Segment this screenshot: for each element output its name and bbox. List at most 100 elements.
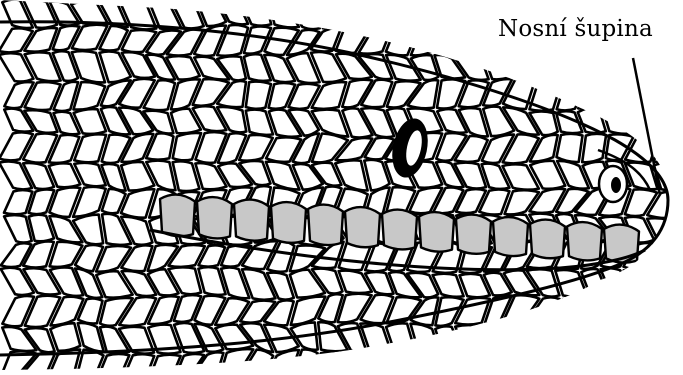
scale <box>678 163 683 191</box>
scale <box>674 52 683 78</box>
scale <box>4 215 32 243</box>
scale <box>626 295 659 325</box>
supralabial-scales <box>160 195 639 263</box>
lip-scale <box>456 215 491 254</box>
scale <box>220 349 253 370</box>
scale <box>4 82 33 108</box>
scale <box>602 78 633 105</box>
scale <box>456 55 489 79</box>
scale <box>122 52 155 78</box>
lip-scale <box>197 197 232 238</box>
scale <box>196 0 226 26</box>
scale <box>2 296 34 326</box>
scale <box>146 133 173 159</box>
scale <box>648 107 678 136</box>
scale <box>652 26 683 54</box>
scale <box>435 28 463 55</box>
scale <box>677 192 683 218</box>
scale <box>389 351 414 370</box>
scale <box>437 79 465 108</box>
scale <box>435 326 461 350</box>
scale <box>25 296 60 327</box>
scale <box>677 218 683 245</box>
lip-scale <box>382 210 417 250</box>
scale <box>384 0 417 30</box>
nasal-scale-label: Nosní šupina <box>498 16 653 42</box>
lip-scale <box>345 207 380 247</box>
scale <box>318 0 342 28</box>
scale <box>626 323 661 351</box>
scale <box>581 297 608 326</box>
scale <box>652 53 683 81</box>
scale <box>556 323 587 352</box>
scale <box>455 349 491 370</box>
scale <box>557 80 589 111</box>
lip-scale <box>308 205 343 245</box>
scale <box>551 352 588 370</box>
scale <box>0 28 33 52</box>
scale <box>119 79 155 108</box>
scale <box>654 136 679 162</box>
scale <box>435 0 463 27</box>
scale <box>386 323 414 352</box>
lip-scale <box>530 220 565 259</box>
scale <box>671 109 683 133</box>
scale <box>677 134 683 163</box>
scale <box>364 1 391 29</box>
scale <box>2 0 33 28</box>
lip-scale <box>271 202 306 243</box>
scale <box>0 53 33 81</box>
scale <box>24 268 61 294</box>
scale <box>1 243 32 267</box>
scale <box>605 58 633 79</box>
scale <box>456 27 493 55</box>
scale <box>602 106 633 134</box>
scale <box>606 323 632 352</box>
scale <box>411 324 439 350</box>
scale <box>269 83 296 109</box>
scale <box>73 215 103 245</box>
scale <box>677 245 683 270</box>
scale <box>270 1 299 27</box>
scale <box>50 267 83 295</box>
lip-scale <box>234 200 269 241</box>
scale <box>557 134 583 162</box>
scale <box>148 269 179 295</box>
scale <box>558 55 589 80</box>
label-pointer-line <box>633 58 660 195</box>
scale <box>605 353 632 370</box>
scale <box>456 1 493 28</box>
scale <box>577 354 610 370</box>
scale <box>578 79 609 109</box>
scale <box>338 0 370 26</box>
scale <box>503 134 539 163</box>
scale <box>433 187 463 213</box>
scale <box>624 270 659 295</box>
scale <box>144 80 175 110</box>
scale <box>365 138 395 160</box>
scale <box>311 52 346 82</box>
scale <box>630 351 661 370</box>
scale <box>627 57 655 81</box>
scale <box>407 350 439 370</box>
scale <box>581 326 611 354</box>
scale <box>579 56 609 78</box>
scale <box>606 296 633 325</box>
scale <box>652 272 678 294</box>
scale <box>528 322 565 349</box>
scale <box>218 133 246 163</box>
scale <box>647 192 682 219</box>
scale <box>503 295 540 323</box>
scale <box>678 327 683 350</box>
scale <box>168 267 201 294</box>
scale <box>246 82 271 109</box>
scale <box>287 53 320 83</box>
scale <box>648 79 683 106</box>
scale <box>219 0 248 24</box>
scale <box>431 351 461 370</box>
lip-scale <box>493 217 528 256</box>
scale <box>363 355 391 370</box>
lip-scale <box>419 212 454 252</box>
